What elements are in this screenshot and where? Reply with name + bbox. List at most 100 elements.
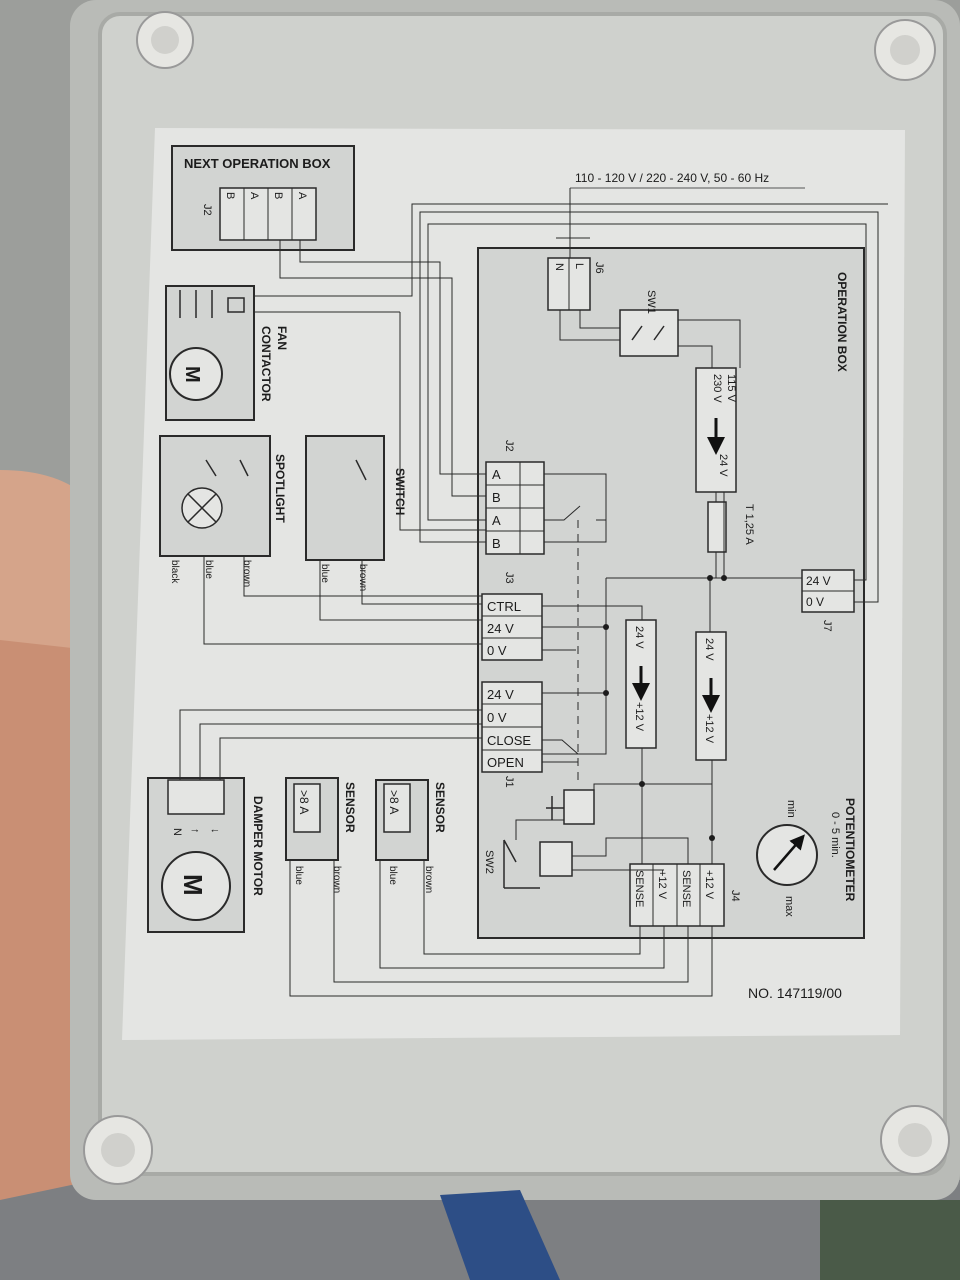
connector-j7: 24 V 0 V J7 xyxy=(801,569,855,632)
wire-sensor-b-blue xyxy=(379,860,665,969)
fan-label-line2: CONTACTOR xyxy=(259,326,273,402)
damper-label: DAMPER MOTOR xyxy=(251,796,265,896)
wire-bus-j1 xyxy=(542,578,607,755)
j2-pin-b1: B xyxy=(492,490,501,505)
connector-j2-internal: A B A B J2 xyxy=(485,440,545,555)
wire-next-box-b xyxy=(279,240,486,497)
potentiometer: POTENTIOMETER 0 - 5 min. min max xyxy=(756,798,857,917)
spotlight-wire-blue: blue xyxy=(203,560,214,579)
j1-pin-0v: 0 V xyxy=(487,710,507,725)
j1-pin-close: CLOSE xyxy=(487,733,531,748)
fan-contactor: M FAN CONTACTOR xyxy=(165,285,289,421)
spotlight-label: SPOTLIGHT xyxy=(273,454,287,523)
operation-box-frame xyxy=(477,247,865,939)
next-box-pin-1: B xyxy=(224,192,236,199)
circuit-board xyxy=(820,1200,960,1280)
wire-sw1-tr-b xyxy=(678,345,713,368)
j6-name: J6 xyxy=(593,262,605,274)
j6-pin-l: L xyxy=(573,263,585,269)
switch-wire-blue: blue xyxy=(319,564,330,583)
j4-pin-12v-a: +12 V xyxy=(703,870,715,900)
wire-relay-2 xyxy=(572,837,689,864)
regulator-b: 24 V +12 V xyxy=(695,631,727,761)
sensor-a-wire-blue: blue xyxy=(293,866,304,885)
j7-pin-24v: 24 V xyxy=(806,574,831,588)
j3-pin-0v: 0 V xyxy=(487,643,507,658)
j4-pin-12v-b: +12 V xyxy=(656,870,668,900)
sw1-label: SW1 xyxy=(645,290,657,314)
j3-pin-24v: 24 V xyxy=(487,621,514,636)
transformer: 115 V 230 V 24 V xyxy=(695,367,737,493)
j1-pin-open: OPEN xyxy=(487,755,524,770)
sensor-b-wire-brown: brown xyxy=(423,866,434,893)
regulator-b-in: 24 V xyxy=(703,638,715,661)
next-box-title: NEXT OPERATION BOX xyxy=(184,156,331,171)
potentiometer-label: POTENTIOMETER xyxy=(843,798,857,902)
j2-name: J2 xyxy=(503,440,515,452)
j4-pin-sense-a: SENSE xyxy=(680,870,692,907)
wire-damper-n xyxy=(179,709,482,780)
sensor-b: >8 A SENSOR blue brown xyxy=(375,779,447,893)
damper-motor-icon xyxy=(161,851,231,921)
j2-pin-a1: A xyxy=(492,467,501,482)
wire-sensor-b-brown xyxy=(423,860,641,955)
potentiometer-range: 0 - 5 min. xyxy=(829,812,841,858)
sensor-b-threshold: >8 A xyxy=(387,790,401,814)
wire-damper-down xyxy=(219,737,482,780)
j7-name: J7 xyxy=(821,620,833,632)
wire-relay-1 xyxy=(593,783,712,806)
damper-terminal xyxy=(167,779,225,815)
relay-coil-1 xyxy=(563,789,595,825)
wire-j2-b xyxy=(544,505,607,543)
wire-j7-24v xyxy=(427,223,867,581)
sw2-label: SW2 xyxy=(483,850,495,874)
wire-reg-j4 xyxy=(641,748,713,864)
sw2-contact xyxy=(503,839,540,889)
transformer-in-115: 115 V xyxy=(725,374,737,403)
wire-fan-3 xyxy=(399,312,486,531)
wire-sensor-a-brown xyxy=(333,860,689,983)
regulator-a-out: +12 V xyxy=(633,702,645,732)
wire-spot-blue xyxy=(203,556,482,645)
spotlight: SPOTLIGHT black blue brown xyxy=(159,435,287,587)
j3-block xyxy=(481,593,543,661)
fuse-icon xyxy=(707,501,727,553)
sw1-contacts xyxy=(631,325,665,341)
screw-top-left xyxy=(136,11,194,69)
sensor-a: >8 A SENSOR blue brown xyxy=(285,777,357,893)
spotlight-switch-icon xyxy=(205,459,249,477)
j7-pin-0v: 0 V xyxy=(806,595,824,609)
screw-bottom-left xyxy=(83,1115,153,1185)
wire-spot-brown xyxy=(243,556,482,597)
regulator-b-out: +12 V xyxy=(703,714,715,744)
j3-pin-ctrl: CTRL xyxy=(487,599,521,614)
screw-bottom-right xyxy=(880,1105,950,1175)
wire-damper-up xyxy=(199,723,482,780)
wire-fan-1 xyxy=(254,203,888,297)
sensor-b-label: SENSOR xyxy=(433,782,447,833)
wire-sensor-a-blue xyxy=(289,860,713,997)
wire-j3-ctrl xyxy=(542,605,643,620)
switch-contact-icon xyxy=(355,459,367,481)
fan-motor-icon xyxy=(169,347,223,401)
wire-j6-sw1-b xyxy=(559,310,620,341)
regulator-a: 24 V +12 V xyxy=(625,619,657,749)
next-operation-box: NEXT OPERATION BOX B A B A J2 xyxy=(171,145,355,251)
wiring xyxy=(179,188,888,997)
wire-j2-a xyxy=(544,473,607,521)
operation-box: OPERATION BOX xyxy=(477,247,865,939)
j4-pin-sense-b: SENSE xyxy=(633,870,645,907)
switch-sw1: SW1 xyxy=(619,290,679,357)
j6-pin-n: N xyxy=(553,263,565,271)
connector-j3: CTRL 24 V 0 V J3 xyxy=(481,572,543,661)
potentiometer-max: max xyxy=(783,896,795,917)
sensor-b-threshold-box xyxy=(383,783,411,833)
j1-name: J1 xyxy=(503,776,515,788)
screw-top-right xyxy=(874,19,936,81)
sensor-b-wire-blue: blue xyxy=(387,866,398,885)
next-box-pin-3: B xyxy=(272,192,284,199)
clamp xyxy=(440,1190,560,1280)
damper-motor: N ↑ ↓ M DAMPER MOTOR xyxy=(147,777,265,933)
connector-j6: L N J6 xyxy=(547,257,605,311)
fan-label-line1: FAN xyxy=(275,326,289,350)
